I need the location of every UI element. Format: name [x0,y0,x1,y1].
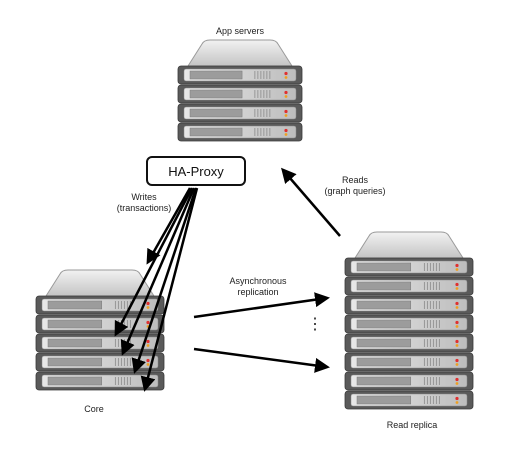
core-label: Core [84,404,104,414]
app-server-unit [177,122,303,142]
writes-label-line2: (transactions) [116,203,172,213]
status-led-icon [146,363,150,366]
ha-proxy-box: HA-Proxy [146,156,246,186]
status-led-icon [284,71,288,76]
status-led-icon [284,109,288,114]
core-server-unit [35,314,165,334]
status-led-icon [284,133,288,136]
status-led-icon [455,363,459,366]
status-led-icon [455,301,459,306]
write-arrow-1 [146,187,192,265]
status-led-icon [146,301,150,306]
status-led-icon [146,320,150,325]
writes-label-line1: Writes [131,192,157,202]
status-led-icon [284,114,288,117]
replica-server-unit [344,257,474,277]
async-replication-label: Asynchronous replication [218,276,298,298]
status-led-icon [455,320,459,325]
replica-server-unit [344,371,474,391]
app-server-lid [187,39,293,67]
status-led-icon [284,95,288,98]
ha-proxy-label: HA-Proxy [168,163,224,179]
core-stack [35,269,165,391]
status-led-icon [455,325,459,328]
replica-server-unit [344,276,474,296]
status-led-icon [455,344,459,347]
write-arrow-2 [114,187,194,337]
status-led-icon [455,287,459,290]
status-led-icon [146,344,150,347]
reads-label: Reads (graph queries) [315,175,395,197]
app-server-unit [177,65,303,85]
status-led-icon [455,382,459,385]
ellipsis-more-servers: ⋮ [307,316,323,333]
status-led-icon [284,128,288,133]
status-led-icon [455,263,459,268]
core-server-lid [45,269,155,297]
status-led-icon [455,377,459,382]
status-led-icon [455,396,459,401]
app-server-unit [177,84,303,104]
replica-server-unit [344,352,474,372]
replica-server-unit [344,333,474,353]
app-servers-label: App servers [215,26,265,36]
status-led-icon [455,401,459,404]
status-led-icon [146,358,150,363]
replica-server-unit [344,314,474,334]
read-replica-label: Read replica [386,420,438,430]
app-servers-stack [177,39,303,142]
status-led-icon [455,306,459,309]
core-server-unit [35,352,165,372]
status-led-icon [455,339,459,344]
replica-server-lid [354,231,464,259]
status-led-icon [455,268,459,271]
replication-arrow-bottom [193,347,330,373]
read-arrow [281,167,341,237]
reads-label-line2: (graph queries) [324,186,386,196]
write-arrow-4 [131,187,198,374]
status-led-icon [146,339,150,344]
replica-server-unit [344,390,474,410]
async-label-line1: Asynchronous [229,276,287,286]
status-led-icon [455,282,459,287]
async-label-line2: replication [237,287,279,297]
status-led-icon [284,90,288,95]
replication-arrow-top [193,292,330,319]
write-arrow-3 [120,187,196,356]
core-server-unit [35,295,165,315]
write-arrow-5 [140,187,199,392]
writes-label: Writes (transactions) [104,192,184,214]
reads-label-line1: Reads [341,175,368,185]
status-led-icon [455,358,459,363]
app-server-unit [177,103,303,123]
status-led-icon [146,306,150,309]
replica-server-unit [344,295,474,315]
status-led-icon [284,76,288,79]
read-replica-stack [344,231,474,410]
write-arrows [114,187,199,392]
core-server-unit [35,371,165,391]
